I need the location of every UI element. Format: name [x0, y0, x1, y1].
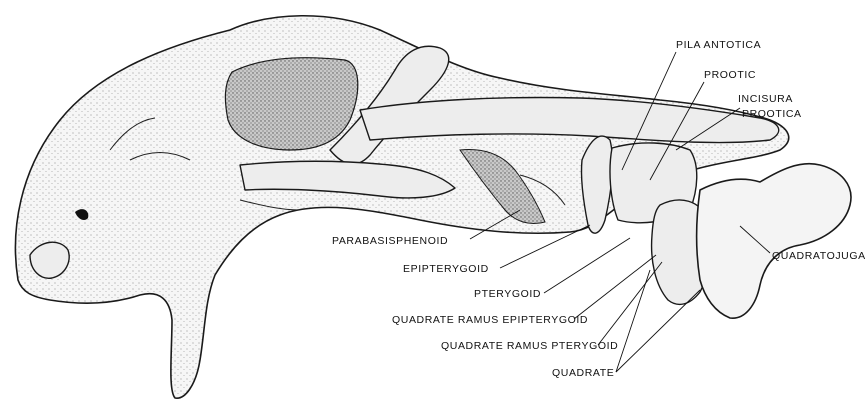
label-incisura-1: INCISURA — [738, 93, 793, 105]
epipterygoid-bone — [581, 136, 612, 233]
label-epipterygoid: EPIPTERYGOID — [403, 263, 489, 275]
quadratojugal-bone — [697, 164, 851, 318]
label-parabasisphenoid: PARABASISPHENOID — [332, 235, 448, 247]
label-pila-antotica: PILA ANTOTICA — [676, 39, 761, 51]
label-quadrate: QUADRATE — [552, 367, 614, 379]
leader-qr-pterygoid — [598, 262, 662, 345]
orbit-fenestra — [225, 58, 357, 150]
label-prootic: PROOTIC — [704, 69, 756, 81]
label-incisura-2: PROOTICA — [742, 108, 802, 120]
label-pterygoid: PTERYGOID — [474, 288, 541, 300]
label-quadrate-ramus-pterygoid: QUADRATE RAMUS PTERYGOID — [441, 340, 618, 352]
leader-pterygoid — [544, 238, 630, 293]
leader-qr-epipterygoid — [574, 255, 656, 319]
label-quadrate-ramus-epipterygoid: QUADRATE RAMUS EPIPTERYGOID — [392, 314, 588, 326]
leader-quadrate-b — [616, 290, 700, 372]
label-quadratojugal: QUADRATOJUGAL — [772, 250, 865, 262]
leader-quadrate-a — [616, 270, 650, 372]
